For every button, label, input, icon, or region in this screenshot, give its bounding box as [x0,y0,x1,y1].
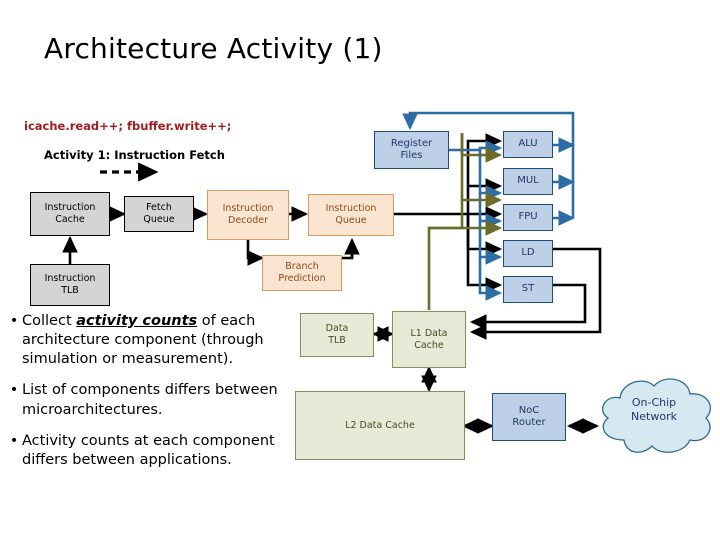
node-alu[interactable]: ALU [503,131,553,158]
node-ld[interactable]: LD [503,240,553,267]
node-on-chip-network[interactable] [594,374,718,460]
node-instruction-queue[interactable]: Instruction Queue [308,194,394,236]
node-noc-router[interactable]: NoC Router [492,393,566,441]
node-instruction-decoder[interactable]: Instruction Decoder [207,190,289,240]
node-mul[interactable]: MUL [503,168,553,195]
node-register-files[interactable]: Register Files [374,131,449,169]
node-register-files-label: Register Files [390,137,433,162]
bullet-pre: Collect [22,313,77,329]
code-annotation: icache.read++; fbuffer.write++; [24,119,232,133]
list-item: • List of components differs between mic… [6,381,306,419]
node-instruction-cache-label: Instruction Cache [44,202,96,225]
node-l2-data-cache[interactable]: L2 Data Cache [295,391,465,460]
node-fetch-queue-label: Fetch Queue [143,202,175,225]
bullet-emphasis: activity counts [76,313,198,329]
bullet-marker: • [9,432,19,449]
node-mul-label: MUL [517,175,539,187]
node-alu-label: ALU [518,138,538,150]
node-data-tlb[interactable]: Data TLB [300,313,374,357]
node-branch-prediction-label: Branch Prediction [278,261,326,284]
node-st[interactable]: ST [503,276,553,303]
bullet-text: Activity counts at each component differ… [22,432,275,468]
bullet-marker: • [9,313,19,329]
bullet-marker: • [9,382,19,399]
node-instruction-decoder-label: Instruction Decoder [222,203,274,226]
node-branch-prediction[interactable]: Branch Prediction [262,255,342,291]
bullet-text: Collect activity counts of each architec… [22,312,306,369]
list-item: • Activity counts at each component diff… [6,432,306,470]
node-l2-data-cache-label: L2 Data Cache [345,419,415,431]
on-chip-network-text: On-Chip Network [631,396,677,424]
node-fpu-label: FPU [518,211,538,223]
node-instruction-tlb[interactable]: Instruction TLB [30,264,110,306]
page-title: Architecture Activity (1) [44,32,383,65]
node-instruction-cache[interactable]: Instruction Cache [30,192,110,236]
node-ld-label: LD [521,247,535,259]
node-l1-data-cache[interactable]: L1 Data Cache [392,311,466,368]
bullet-post: of each architecture component (through … [22,313,264,368]
node-data-tlb-label: Data TLB [325,323,349,346]
node-on-chip-network-label: On-Chip Network [604,396,704,425]
node-fetch-queue[interactable]: Fetch Queue [124,196,194,232]
node-noc-router-label: NoC Router [512,404,546,429]
bullet-list: • Collect activity counts of each archit… [6,312,306,482]
node-l1-data-cache-label: L1 Data Cache [410,327,448,351]
node-instruction-tlb-label: Instruction TLB [44,273,96,296]
node-instruction-queue-label: Instruction Queue [325,203,377,226]
bullet-text: List of components differs between micro… [22,382,278,418]
activity-label: Activity 1: Instruction Fetch [44,148,225,162]
node-st-label: ST [521,283,535,295]
list-item: • Collect activity counts of each archit… [6,312,306,369]
node-fpu[interactable]: FPU [503,204,553,231]
